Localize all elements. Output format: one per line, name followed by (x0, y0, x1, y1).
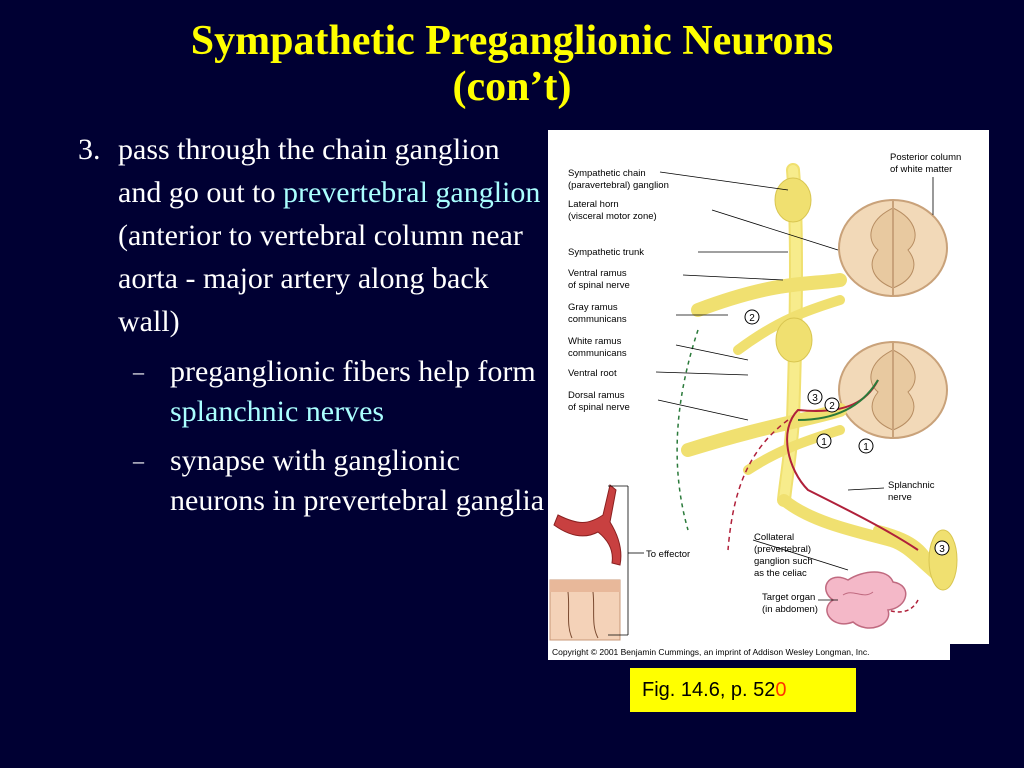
marker-3-lower: 3 (934, 540, 950, 556)
svg-text:1: 1 (863, 442, 869, 453)
marker-1-right: 1 (858, 438, 874, 454)
svg-text:2: 2 (829, 401, 835, 412)
label-dorsal-ramus-2: of spinal nerve (568, 402, 630, 413)
point-number: 3. (78, 133, 101, 166)
point-text-a: pass through the chain ganglion and go o… (118, 133, 500, 209)
marker-2-upper: 2 (744, 309, 760, 325)
point-3: 3. pass through the chain ganglion and g… (78, 128, 548, 343)
label-ventral-ramus-2: of spinal nerve (568, 280, 630, 291)
anatomy-figure: Sympathetic chain (paravertebral) gangli… (548, 130, 989, 644)
figure-reference-tail: 0 (775, 679, 787, 701)
label-gray-ramus-1: Gray ramus (568, 302, 618, 313)
neuron-pathways (676, 329, 919, 613)
target-organ (825, 571, 907, 629)
label-splanchnic-2: nerve (888, 492, 912, 503)
dash-bullet: – (133, 448, 144, 473)
sub-point-2: – synapse with ganglionic neurons in pre… (78, 441, 548, 521)
label-collateral-1: Collateral (754, 532, 794, 543)
label-ventral-root: Ventral root (568, 368, 617, 379)
spinal-cord-upper (838, 199, 948, 297)
slide-title: Sympathetic Preganglionic Neurons (con’t… (0, 18, 1024, 110)
label-sympathetic-chain-1: Sympathetic chain (568, 168, 646, 179)
label-white-ramus-1: White ramus (568, 336, 622, 347)
point-highlight-prevertebral: prevertebral ganglion (283, 176, 541, 209)
sub1-text: preganglionic fibers help form (170, 355, 536, 388)
label-dorsal-ramus-1: Dorsal ramus (568, 390, 625, 401)
spinal-cord-lower (838, 341, 948, 439)
label-ventral-ramus-1: Ventral ramus (568, 268, 627, 279)
title-line-1: Sympathetic Preganglionic Neurons (190, 18, 834, 64)
svg-text:2: 2 (749, 313, 755, 324)
label-collateral-4: as the celiac (754, 568, 807, 579)
sympathetic-pathway-diagram: Sympathetic chain (paravertebral) gangli… (549, 152, 961, 641)
sub2-text: synapse with ganglionic neurons in preve… (170, 444, 545, 517)
label-to-effector: To effector (646, 549, 690, 560)
dash-bullet: – (133, 359, 144, 384)
marker-3-mid: 3 (807, 389, 823, 405)
label-collateral-3: ganglion such (754, 556, 813, 567)
title-line-2: (con’t) (452, 64, 572, 110)
figure-reference-main: Fig. 14.6, p. 52 (642, 679, 776, 701)
label-lateral-horn-2: (visceral motor zone) (568, 211, 657, 222)
sympathetic-trunk (681, 163, 949, 586)
label-splanchnic-1: Splanchnic (888, 480, 935, 491)
figure-reference: Fig. 14.6, p. 520 (630, 668, 856, 712)
marker-2-mid: 2 (824, 397, 840, 413)
svg-text:3: 3 (812, 393, 818, 404)
label-sympathetic-trunk: Sympathetic trunk (568, 247, 644, 258)
label-posterior-column-2: of white matter (890, 164, 952, 175)
sub1-highlight-splanchnic: splanchnic nerves (170, 395, 385, 428)
label-lateral-horn-1: Lateral horn (568, 199, 619, 210)
label-white-ramus-2: communicans (568, 348, 627, 359)
slide-body: 3. pass through the chain ganglion and g… (78, 128, 548, 521)
point-text-c: (anterior to vertebral column near aorta… (118, 219, 523, 338)
sub-point-1: – preganglionic fibers help form splanch… (78, 352, 548, 432)
label-sympathetic-chain-2: (paravertebral) ganglion (568, 180, 669, 191)
effector-vessel (553, 484, 622, 566)
label-posterior-column-1: Posterior column (890, 152, 961, 163)
svg-text:3: 3 (939, 544, 945, 555)
label-target-2: (in abdomen) (762, 604, 818, 615)
marker-1-left: 1 (816, 433, 832, 449)
effector-skin (549, 579, 621, 641)
label-collateral-2: (prevertebral) (754, 544, 811, 555)
label-target-1: Target organ (762, 592, 815, 603)
figure-copyright: Copyright © 2001 Benjamin Cummings, an i… (548, 644, 950, 660)
svg-text:1: 1 (821, 437, 827, 448)
label-gray-ramus-2: communicans (568, 314, 627, 325)
